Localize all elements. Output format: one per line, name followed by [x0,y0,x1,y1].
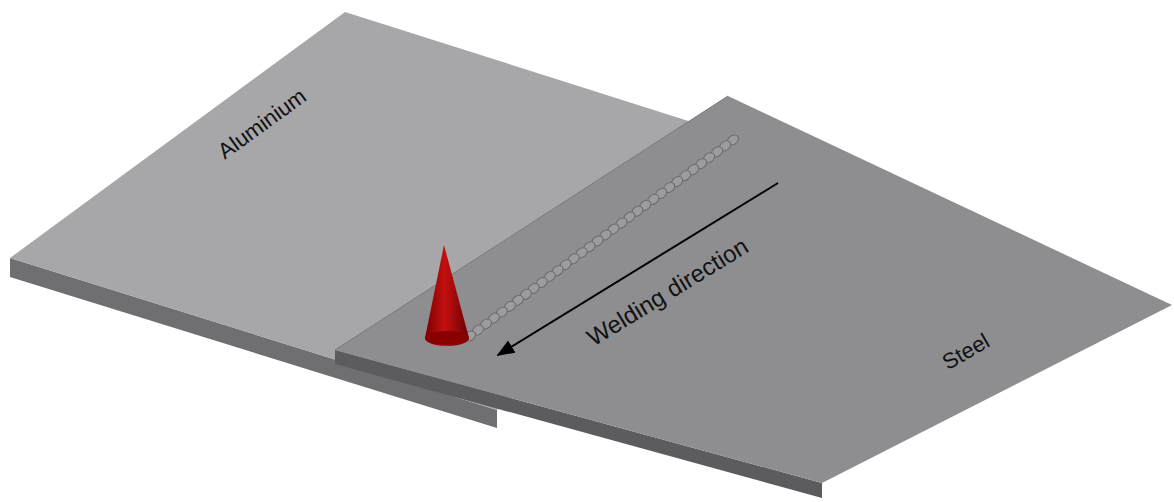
steel-top [335,96,1172,483]
weld-bead [463,133,741,343]
laser-cone [425,245,469,346]
direction-arrow [498,183,778,355]
steel-edge [335,96,728,350]
